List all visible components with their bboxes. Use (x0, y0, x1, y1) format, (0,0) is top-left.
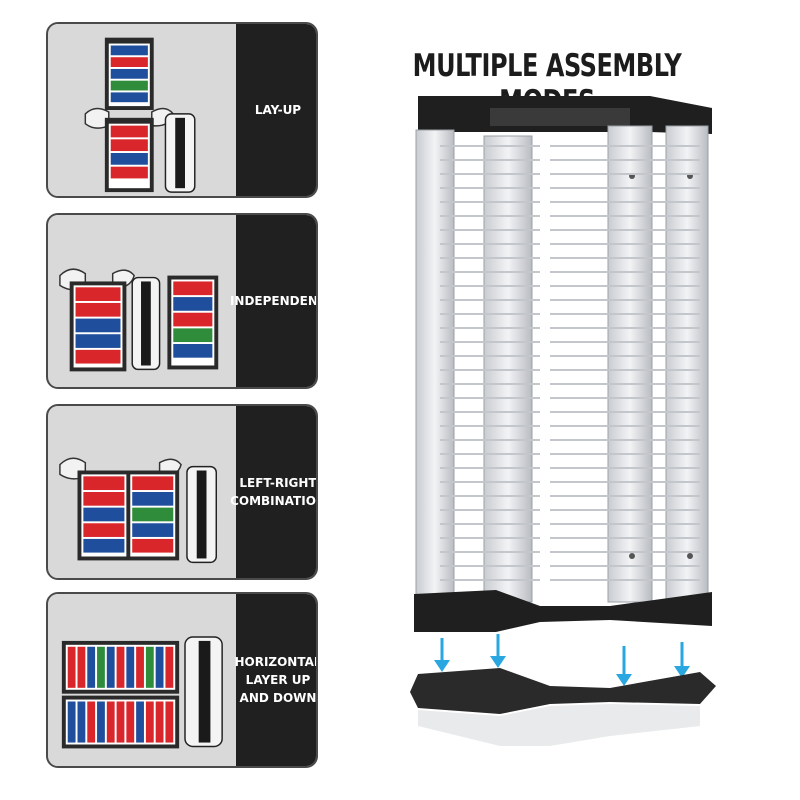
mode-label-lay-up: LAY-UP (236, 24, 316, 196)
lay-up-illustration (50, 24, 234, 196)
mode-card-left-right-combination: LEFT-RIGHT COMBINATION (46, 404, 318, 580)
horizontal-layer-illustration (50, 594, 234, 766)
disc-tower-figure (410, 96, 716, 746)
assembly-arrows (434, 634, 690, 686)
mode-card-horizontal-layer: HORIZONTAL LAYER UP AND DOWN (46, 592, 318, 768)
mode-label-independent: INDEPENDENT (230, 215, 316, 387)
left-right-combination-illustration (50, 406, 234, 578)
independent-illustration (50, 215, 234, 387)
mode-card-lay-up: LAY-UP (46, 22, 318, 198)
game-rows-upper (108, 43, 150, 107)
mode-label-text: LAY-UP (254, 103, 302, 117)
mode-label-text: HORIZONTAL LAYER UP AND DOWN (234, 655, 318, 705)
disc-slot-dividers (440, 145, 700, 581)
mode-label-horizontal-layer: HORIZONTAL LAYER UP AND DOWN (234, 594, 318, 766)
mode-card-independent: INDEPENDENT (46, 213, 318, 389)
mode-label-left-right-combination: LEFT-RIGHT COMBINATION (230, 406, 316, 578)
mode-label-text: LEFT-RIGHT COMBINATION (230, 476, 318, 508)
mode-label-text: INDEPENDENT (229, 294, 318, 308)
